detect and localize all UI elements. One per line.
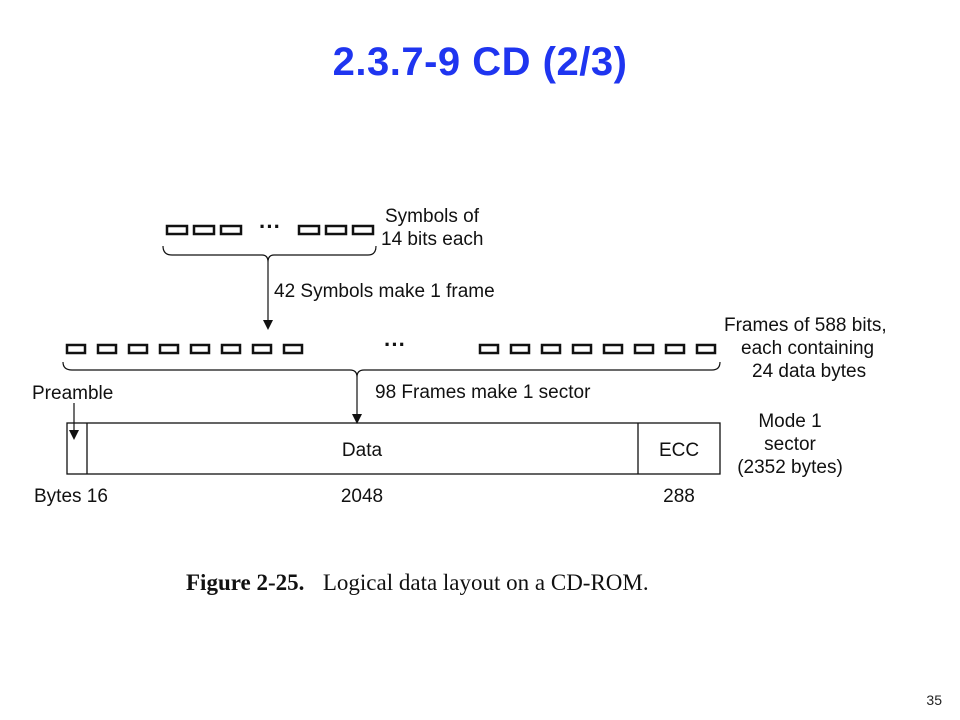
frames-brace-label: 98 Frames make 1 sector	[375, 382, 591, 403]
frame-box	[251, 343, 273, 355]
symbol-box	[324, 224, 348, 236]
data-label: Data	[342, 440, 383, 461]
figure-caption: Figure 2-25. Logical data layout on a CD…	[186, 570, 649, 595]
figure-number: Figure 2-25.	[186, 570, 304, 595]
symbol-box	[192, 224, 216, 236]
symbols-brace-label: 42 Symbols make 1 frame	[274, 281, 495, 302]
frame-box	[65, 343, 87, 355]
frame-box	[602, 343, 624, 355]
frame-box	[220, 343, 242, 355]
sector-bar	[66, 422, 721, 475]
frame-box	[96, 343, 118, 355]
symbol-box	[219, 224, 243, 236]
symbols-label-line2: 14 bits each	[381, 229, 483, 250]
symbol-box	[351, 224, 375, 236]
slide-title: 2.3.7-9 CD (2/3)	[332, 40, 628, 84]
symbols-label-line1: Symbols of	[385, 206, 480, 227]
frame-box	[509, 343, 531, 355]
bytes-data-label: 2048	[341, 486, 383, 507]
symbol-box	[297, 224, 321, 236]
frame-box	[478, 343, 500, 355]
frame-box	[633, 343, 655, 355]
frames-label-line1: Frames of 588 bits,	[724, 315, 887, 336]
page-number: 35	[926, 692, 942, 708]
frame-box	[127, 343, 149, 355]
preamble-label: Preamble	[32, 383, 113, 404]
frames-label-line3: 24 data bytes	[752, 361, 866, 382]
frame-box	[695, 343, 717, 355]
symbols-row	[165, 224, 375, 236]
frames-ellipsis: ···	[384, 332, 406, 357]
bytes-ecc-label: 288	[663, 486, 695, 507]
bytes-preamble-label: Bytes 16	[34, 486, 108, 507]
ecc-label: ECC	[659, 440, 699, 461]
frames-label-line2: each containing	[741, 338, 874, 359]
frame-box	[282, 343, 304, 355]
frames-row	[65, 343, 717, 355]
sector-label-line2: sector	[764, 434, 816, 455]
symbols-brace	[162, 245, 377, 263]
frames-brace	[62, 361, 721, 378]
frame-box	[571, 343, 593, 355]
symbol-box	[165, 224, 189, 236]
frame-box	[158, 343, 180, 355]
figure-caption-text: Logical data layout on a CD-ROM.	[323, 570, 649, 595]
frame-box	[664, 343, 686, 355]
sector-label-line1: Mode 1	[758, 411, 821, 432]
sector-outline	[66, 422, 721, 475]
symbols-ellipsis: ···	[259, 214, 281, 239]
frame-box	[189, 343, 211, 355]
frame-box	[540, 343, 562, 355]
sector-label-line3: (2352 bytes)	[737, 457, 843, 478]
